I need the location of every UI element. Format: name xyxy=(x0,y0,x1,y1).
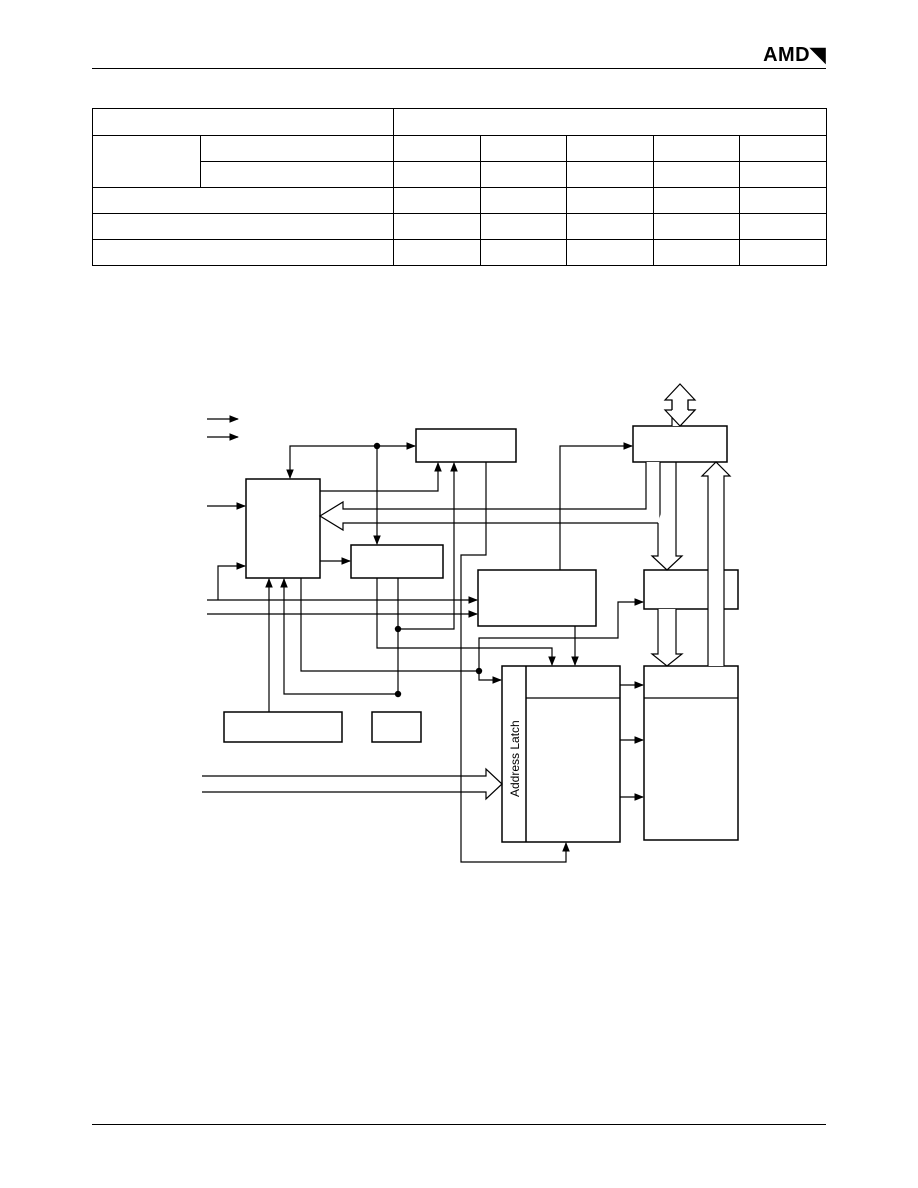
table-row xyxy=(92,213,828,240)
junction-dot xyxy=(475,667,483,675)
table-cell xyxy=(738,239,828,266)
logo-text: AMD xyxy=(763,44,811,66)
bottom-small-block xyxy=(371,711,422,743)
table-cell xyxy=(480,239,567,266)
spec-table xyxy=(92,108,828,266)
amd-logo: AMD◥ xyxy=(763,42,826,67)
table-cell xyxy=(653,213,740,240)
address-latch-label: Address Latch xyxy=(508,720,522,797)
table-cell xyxy=(480,187,567,214)
right-middle-block xyxy=(643,569,739,610)
table-cell xyxy=(480,135,567,162)
footer-rule xyxy=(92,1124,826,1125)
top-right-block xyxy=(632,425,728,463)
table-cell xyxy=(393,213,481,240)
top-center-block xyxy=(415,428,517,463)
bus-to-array-arrow xyxy=(650,609,684,667)
table-row xyxy=(92,187,828,214)
header-rule xyxy=(92,68,826,69)
table-cell xyxy=(566,239,654,266)
table-row xyxy=(92,239,828,266)
io-bus-arrow xyxy=(663,409,697,427)
table-cell xyxy=(393,187,481,214)
junction-dot xyxy=(394,690,402,698)
table-cell xyxy=(653,239,740,266)
bottom-left-block xyxy=(223,711,343,743)
control-block xyxy=(245,478,321,579)
table-cell xyxy=(393,239,481,266)
table-cell xyxy=(653,161,740,188)
center-block xyxy=(477,569,597,627)
bus-up-arrow xyxy=(700,461,732,666)
junction-dot xyxy=(394,625,402,633)
table-cell xyxy=(566,135,654,162)
table-cell xyxy=(92,187,394,214)
table-cell xyxy=(92,239,394,266)
table-cell xyxy=(92,108,394,136)
junction-dot xyxy=(373,442,381,450)
table-cell xyxy=(653,135,740,162)
table-cell xyxy=(480,213,567,240)
decoder-block xyxy=(501,665,621,843)
table-cell xyxy=(92,213,394,240)
amd-arrow-icon: ◥ xyxy=(810,44,826,66)
table-cell xyxy=(200,135,394,162)
array-block xyxy=(643,665,739,841)
middle-block xyxy=(350,544,444,579)
table-cell xyxy=(738,135,828,162)
internal-bus-arrow xyxy=(318,462,661,532)
bus-down-arrow xyxy=(650,462,684,571)
address-bus-arrow xyxy=(202,767,503,801)
table-cell xyxy=(566,161,654,188)
table-row xyxy=(92,135,828,188)
table-cell xyxy=(738,187,828,214)
table-cell xyxy=(92,135,201,188)
